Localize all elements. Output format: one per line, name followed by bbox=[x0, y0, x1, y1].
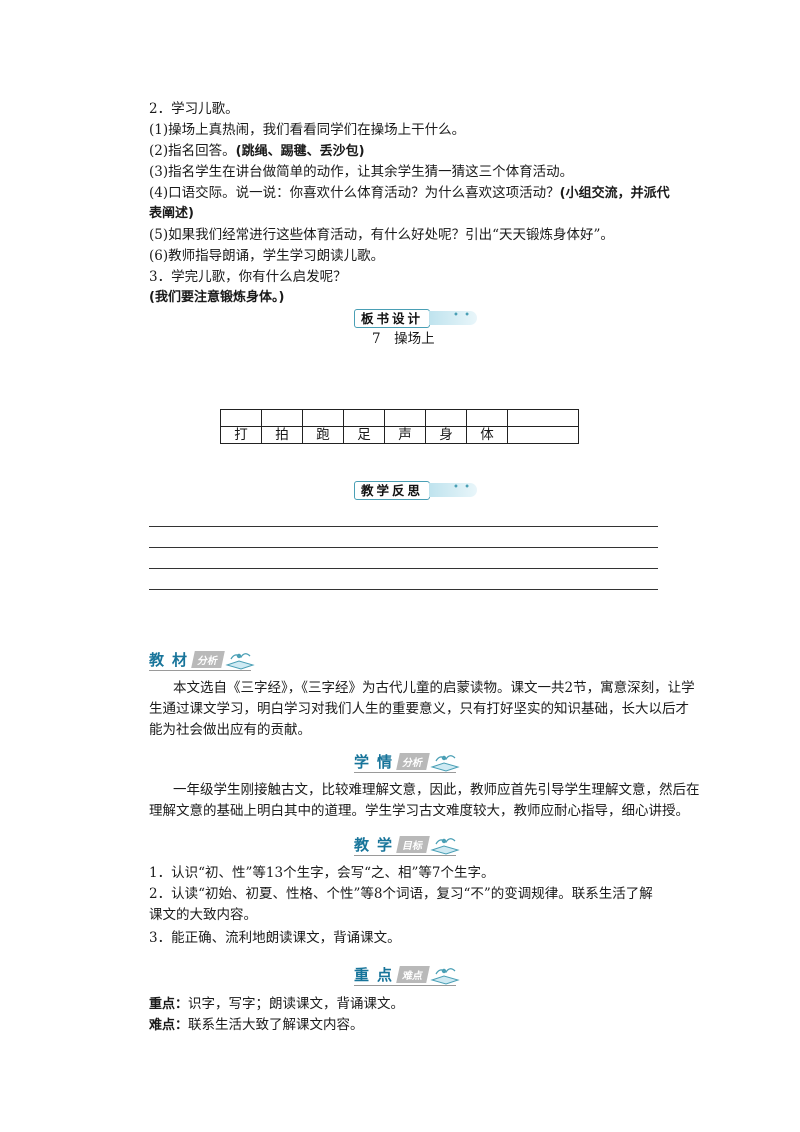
banner-decoration bbox=[429, 482, 478, 497]
board-design-banner: 板书设计 bbox=[354, 308, 478, 328]
open-book-icon bbox=[430, 968, 460, 985]
key-points-header: 重点 难点 bbox=[354, 960, 484, 986]
board-character-table: 打 拍 跑 足 声 身 体 bbox=[220, 409, 579, 444]
board-top-row bbox=[220, 409, 579, 427]
board-cell bbox=[220, 409, 262, 427]
teaching-goals-header: 教学 目标 bbox=[354, 830, 484, 856]
board-cell bbox=[507, 409, 579, 427]
student-analysis-line: 一年级学生刚接触古文，比较难理解文意，因此，教师应首先引导学生理解文意，然后在 bbox=[173, 782, 700, 798]
step-2-2-text: (2)指名回答。 bbox=[149, 143, 236, 159]
difficult-point-text: 联系生活大致了解课文内容。 bbox=[188, 1017, 364, 1033]
step-2-4-answer: (小组交流，并派代 bbox=[559, 186, 670, 201]
step-2-6: (6)教师指导朗诵，学生学习朗读儿歌。 bbox=[149, 248, 385, 264]
difficult-point-line: 难点：联系生活大致了解课文内容。 bbox=[149, 1016, 364, 1035]
key-point-text: 识字，写字；朗读课文，背诵课文。 bbox=[188, 996, 405, 1012]
key-points-title: 重点 bbox=[354, 966, 401, 984]
step-2-heading: 2．学习儿歌。 bbox=[149, 101, 239, 117]
teaching-goal-line: 课文的大致内容。 bbox=[149, 907, 257, 923]
step-2-4-answer-cont: 表阐述) bbox=[149, 206, 194, 221]
reflection-line bbox=[149, 568, 658, 569]
section-underline bbox=[354, 985, 456, 986]
key-point-line: 重点：识字，写字；朗读课文，背诵课文。 bbox=[149, 995, 404, 1014]
teaching-goal-line: 3．能正确、流利地朗读课文，背诵课文。 bbox=[149, 930, 401, 946]
board-character: 跑 bbox=[302, 426, 344, 444]
board-character: 打 bbox=[220, 426, 262, 444]
step-2-1: (1)操场上真热闹，我们看看同学们在操场上干什么。 bbox=[149, 122, 466, 138]
open-book-icon bbox=[430, 755, 460, 772]
reflection-label: 教学反思 bbox=[354, 480, 431, 500]
step-2-2-answer: (跳绳、踢毽、丢沙包) bbox=[235, 144, 365, 159]
reflection-banner: 教学反思 bbox=[354, 480, 478, 500]
board-cell bbox=[261, 409, 303, 427]
student-analysis-line: 理解文意的基础上明白其中的道理。学生学习古文难度较大，教师应耐心指导，细心讲授。 bbox=[149, 803, 689, 819]
textbook-analysis-tag: 分析 bbox=[191, 651, 225, 668]
step-2-5: (5)如果我们经常进行这些体育活动，有什么好处呢？引出“天天锻炼身体好”。 bbox=[149, 227, 614, 243]
board-character: 身 bbox=[425, 426, 467, 444]
board-character: 拍 bbox=[261, 426, 303, 444]
board-character: 声 bbox=[384, 426, 426, 444]
section-underline bbox=[149, 670, 251, 671]
student-analysis-header: 学情 分析 bbox=[354, 747, 484, 773]
step-2-4-text: (4)口语交际。说一说：你喜欢什么体育活动？为什么喜欢这项活动？ bbox=[149, 185, 560, 201]
teaching-goals-title: 教学 bbox=[354, 836, 401, 854]
textbook-analysis-line: 本文选自《三字经》，《三字经》为古代儿童的启蒙读物。课文一共2节，寓意深刻，让学 bbox=[173, 680, 695, 696]
textbook-analysis-header: 教材 分析 bbox=[149, 645, 279, 671]
board-character: 体 bbox=[466, 426, 508, 444]
textbook-analysis-title: 教材 bbox=[149, 651, 196, 669]
difficult-point-label: 难点： bbox=[149, 1018, 189, 1033]
board-character: 足 bbox=[343, 426, 385, 444]
student-analysis-tag: 分析 bbox=[396, 753, 430, 770]
open-book-icon bbox=[430, 838, 460, 855]
open-book-icon bbox=[225, 653, 255, 670]
step-2-3: (3)指名学生在讲台做简单的动作，让其余学生猜一猜这三个体育活动。 bbox=[149, 164, 574, 180]
board-cell bbox=[302, 409, 344, 427]
lesson-title: 7 操场上 bbox=[372, 331, 435, 347]
section-underline bbox=[354, 855, 456, 856]
teaching-goal-line: 1．认识“初、性”等13个生字，会写“之、相”等7个生字。 bbox=[149, 865, 495, 881]
textbook-analysis-line: 能为社会做出应有的贡献。 bbox=[149, 722, 311, 738]
board-cell bbox=[466, 409, 508, 427]
reflection-line bbox=[149, 526, 658, 527]
key-point-label: 重点： bbox=[149, 997, 189, 1012]
textbook-analysis-line: 生通过课文学习，明白学习对我们人生的重要意义，只有打好坚实的知识基础，长大以后才 bbox=[149, 701, 689, 717]
banner-decoration bbox=[429, 310, 478, 325]
board-design-label: 板书设计 bbox=[354, 308, 431, 328]
board-cell bbox=[425, 409, 467, 427]
reflection-line bbox=[149, 547, 658, 548]
step-3-answer: (我们要注意锻炼身体。) bbox=[149, 290, 285, 305]
board-cell bbox=[507, 426, 579, 444]
board-cell bbox=[343, 409, 385, 427]
key-points-tag: 难点 bbox=[396, 966, 430, 983]
reflection-line bbox=[149, 589, 658, 590]
teaching-goal-line: 2．认读“初始、初夏、性格、个性”等8个词语，复习“不”的变调规律。联系生活了解 bbox=[149, 886, 653, 902]
step-3-heading: 3．学完儿歌，你有什么启发呢？ bbox=[149, 269, 347, 285]
board-cell bbox=[384, 409, 426, 427]
student-analysis-title: 学情 bbox=[354, 753, 401, 771]
board-character-row: 打 拍 跑 足 声 身 体 bbox=[220, 426, 579, 444]
section-underline bbox=[354, 772, 456, 773]
teaching-goals-tag: 目标 bbox=[396, 836, 430, 853]
step-2-4: (4)口语交际。说一说：你喜欢什么体育活动？为什么喜欢这项活动？(小组交流，并派… bbox=[149, 184, 670, 203]
step-2-2: (2)指名回答。(跳绳、踢毽、丢沙包) bbox=[149, 142, 365, 161]
